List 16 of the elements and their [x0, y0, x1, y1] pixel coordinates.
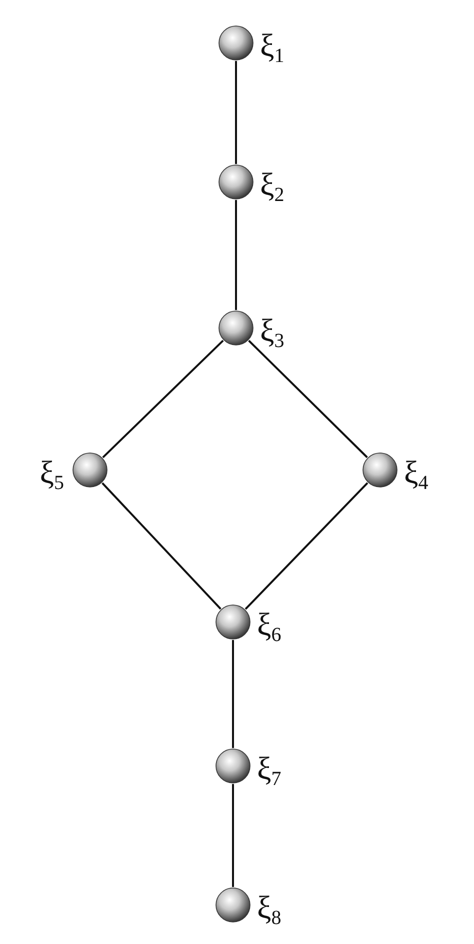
node-label: ξ$_{1}$	[260, 29, 284, 66]
node-label: ξ$_{5}$	[40, 456, 64, 493]
node-label: ξ$_{3}$	[260, 314, 284, 351]
connector-line	[102, 340, 224, 458]
connector-line	[235, 61, 237, 164]
connector-line	[235, 200, 237, 310]
node-label: ξ$_{2}$	[260, 168, 284, 205]
connector-line	[232, 640, 234, 748]
connector-line	[102, 482, 222, 610]
connector-line	[248, 340, 368, 458]
connector-line	[244, 482, 368, 610]
connector-line	[232, 784, 234, 887]
node-label: ξ$_{8}$	[257, 891, 282, 928]
node-label: ξ$_{7}$	[257, 752, 282, 789]
node-label: ξ$_{4}$	[404, 456, 428, 493]
node-label: ξ$_{6}$	[257, 608, 282, 645]
